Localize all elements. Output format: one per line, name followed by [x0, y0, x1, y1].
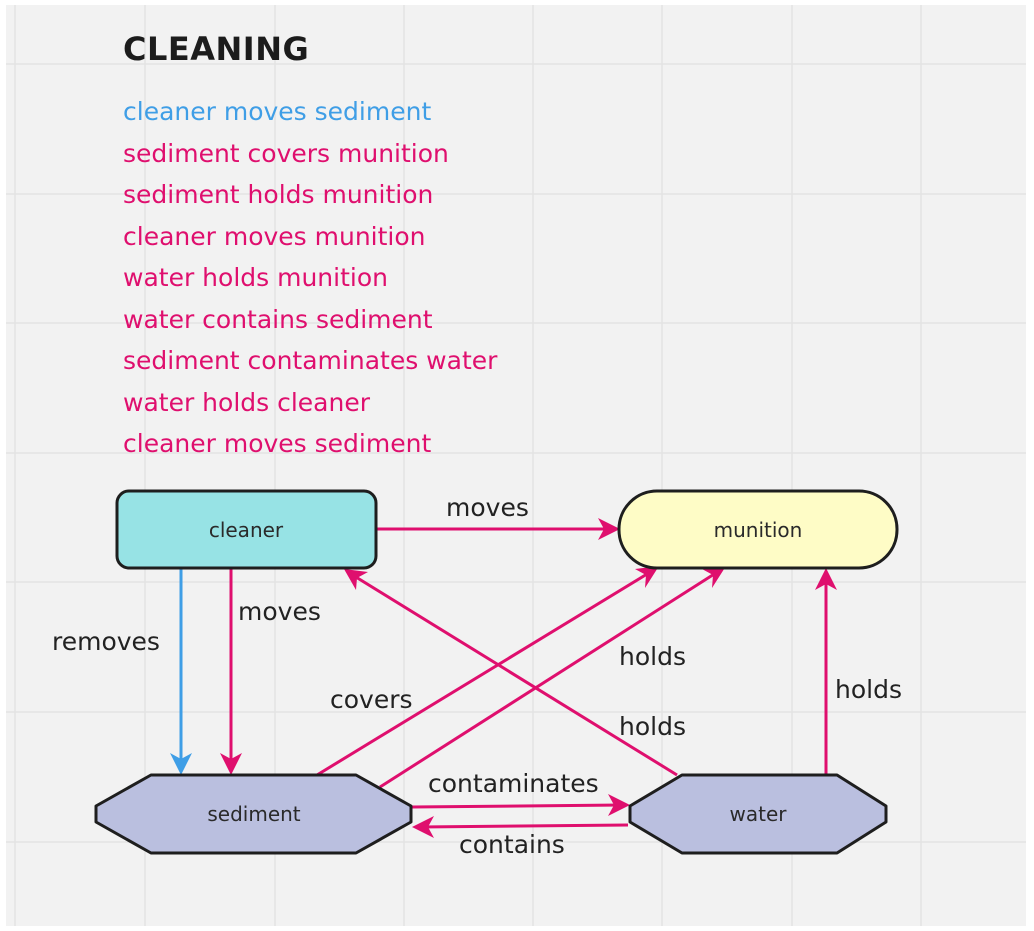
arrowhead-sediment-holds-munition [702, 566, 726, 588]
arrowhead-water-holds-munition [815, 568, 837, 590]
board-title[interactable]: CLEANING [123, 30, 310, 68]
relation-item[interactable]: cleaner moves munition [123, 221, 426, 251]
arrowhead-sediment-covers-munition [635, 566, 659, 588]
concept-diagram: cleaner munition sediment water moves re… [52, 489, 902, 859]
relations-list: cleaner moves sediment sediment covers m… [123, 91, 497, 465]
background-grid [6, 5, 1026, 926]
edge-label-moves-sediment[interactable]: moves [238, 597, 321, 626]
relation-item[interactable]: sediment covers munition [123, 138, 449, 168]
relation-item[interactable]: cleaner moves sediment [123, 97, 432, 126]
edge-sediment-contaminates-water[interactable] [411, 803, 623, 809]
edge-label-covers[interactable]: covers [330, 685, 413, 714]
arrowhead-water-holds-cleaner [344, 569, 368, 590]
edge-sediment-holds-munition[interactable] [379, 569, 720, 789]
node-munition[interactable]: munition [617, 489, 899, 570]
node-sediment[interactable]: sediment [94, 773, 413, 855]
node-munition-label: munition [714, 518, 803, 542]
arrowhead-sediment-contaminates-water [608, 794, 630, 816]
edge-label-removes[interactable]: removes [52, 627, 160, 656]
arrowhead-water-contains-sediment [412, 816, 434, 838]
node-cleaner-label: cleaner [209, 518, 284, 542]
arrowhead-cleaner-removes-sediment [170, 753, 192, 775]
node-water-shape[interactable] [628, 773, 888, 855]
edge-labels: moves removes moves covers holds holds h… [52, 493, 902, 859]
edge-water-contains-sediment[interactable] [419, 823, 629, 829]
edge-label-water-holds-cleaner[interactable]: holds [619, 712, 686, 741]
node-water-label: water [730, 802, 788, 826]
arrowheads [170, 518, 837, 838]
edge-sediment-covers-munition[interactable] [316, 569, 653, 777]
edge-label-contaminates[interactable]: contaminates [428, 769, 599, 798]
arrowhead-cleaner-moves-munition [598, 518, 620, 540]
edge-label-moves-munition[interactable]: moves [446, 493, 529, 522]
relation-item[interactable]: sediment contaminates water [123, 346, 498, 375]
edge-label-contains[interactable]: contains [459, 830, 565, 859]
relation-item[interactable]: sediment holds munition [123, 180, 434, 209]
node-munition-shape[interactable] [617, 489, 899, 570]
node-cleaner[interactable]: cleaner [115, 489, 378, 570]
edge-label-water-holds-munition[interactable]: holds [835, 675, 902, 704]
whiteboard-canvas[interactable]: CLEANING cleaner moves sediment sediment… [6, 5, 1026, 926]
node-sediment-label: sediment [207, 802, 300, 826]
edges [179, 527, 828, 829]
relation-item[interactable]: cleaner moves sediment [123, 429, 432, 458]
edge-label-sediment-holds[interactable]: holds [619, 642, 686, 671]
node-sediment-shape[interactable] [94, 773, 413, 855]
relation-item[interactable]: water holds munition [123, 263, 388, 292]
node-water[interactable]: water [628, 773, 888, 855]
node-cleaner-shape[interactable] [115, 489, 378, 570]
arrowhead-cleaner-moves-sediment [220, 753, 242, 775]
relation-item[interactable]: water contains sediment [123, 304, 433, 334]
relation-item[interactable]: water holds cleaner [123, 387, 370, 417]
edge-water-holds-cleaner[interactable] [350, 572, 678, 777]
